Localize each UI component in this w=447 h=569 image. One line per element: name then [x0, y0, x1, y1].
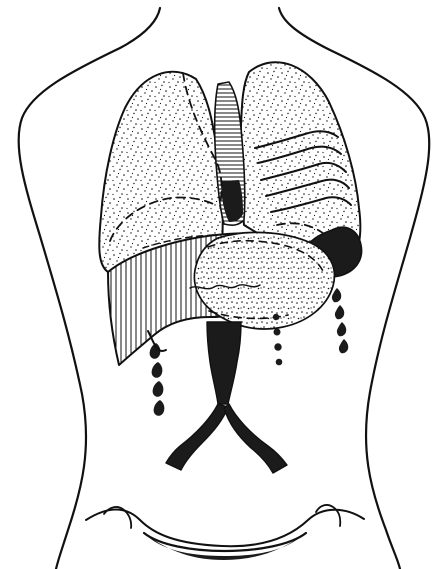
- drip-column-right: [332, 288, 348, 353]
- common-iliac-artery-left: [166, 404, 228, 470]
- drip-column-left: [150, 343, 165, 416]
- common-iliac-artery-right: [224, 404, 287, 473]
- stomach: [194, 232, 334, 329]
- pelvic-floor-edge: [144, 533, 306, 551]
- aorta: [207, 322, 241, 404]
- pelvic-right-notch: [316, 505, 340, 526]
